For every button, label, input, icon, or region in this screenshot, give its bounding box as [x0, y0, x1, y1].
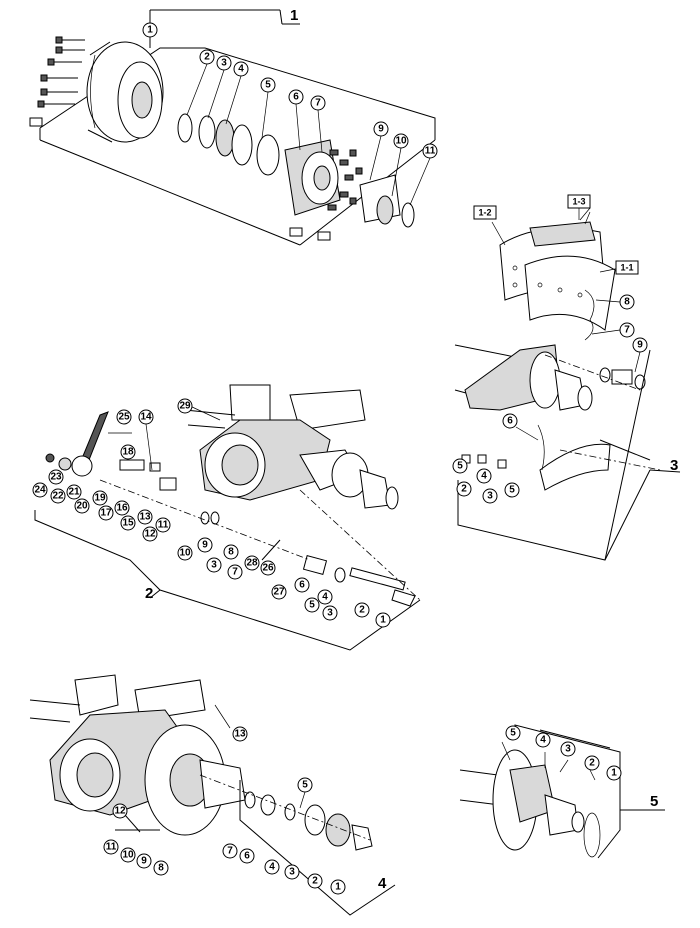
assembly-label-4: 4 — [378, 875, 387, 892]
assembly-3: 9 6 5 4 2 3 5 3 — [452, 337, 681, 561]
svg-text:2: 2 — [312, 876, 318, 887]
svg-text:6: 6 — [299, 580, 305, 591]
assembly-4: 13 5 12 11 10 9 8 7 6 4 3 2 1 4 — [29, 674, 396, 916]
callout-group-2: 29 25 14 18 23 24 22 21 20 19 17 16 15 1… — [32, 398, 391, 628]
svg-text:4: 4 — [481, 471, 487, 482]
assembly-1: 1 2 3 4 5 6 7 9 10 11 1 — [29, 7, 438, 246]
svg-text:2: 2 — [461, 484, 467, 495]
svg-text:18: 18 — [122, 447, 134, 458]
assembly-label-2: 2 — [145, 585, 153, 602]
svg-text:14: 14 — [140, 412, 152, 423]
assembly-2: 29 25 14 18 23 24 22 21 20 19 17 16 15 1… — [32, 384, 421, 651]
callout-group-4: 13 5 12 11 10 9 8 7 6 4 3 2 1 — [103, 726, 346, 895]
svg-text:24: 24 — [34, 485, 46, 496]
svg-text:4: 4 — [322, 592, 328, 603]
svg-text:20: 20 — [76, 501, 88, 512]
svg-text:4: 4 — [540, 735, 546, 746]
svg-text:11: 11 — [425, 146, 436, 157]
svg-text:9: 9 — [378, 124, 384, 135]
svg-text:5: 5 — [309, 600, 315, 611]
svg-text:29: 29 — [179, 401, 191, 412]
svg-text:11: 11 — [106, 842, 117, 853]
svg-text:7: 7 — [624, 325, 630, 336]
svg-text:10: 10 — [122, 850, 134, 861]
svg-text:28: 28 — [246, 558, 258, 569]
label-1-3: 1-3 — [567, 194, 591, 220]
svg-text:17: 17 — [100, 508, 112, 519]
svg-text:9: 9 — [141, 856, 147, 867]
svg-text:1: 1 — [611, 768, 617, 779]
callout-row-1: 1 2 3 4 5 6 7 9 10 11 — [142, 22, 438, 206]
assembly-label-3: 3 — [670, 457, 678, 474]
svg-text:6: 6 — [293, 92, 299, 103]
svg-text:12: 12 — [144, 529, 156, 540]
callout-group-3: 9 6 5 4 2 3 5 — [452, 337, 648, 504]
svg-text:3: 3 — [211, 560, 217, 571]
wheel-bolts — [29, 36, 85, 127]
label-1-1: 1-1 — [599, 260, 639, 275]
assembly-label-1: 1 — [290, 7, 298, 24]
svg-text:9: 9 — [202, 540, 208, 551]
svg-text:13: 13 — [139, 512, 151, 523]
svg-text:5: 5 — [510, 728, 516, 739]
svg-text:12: 12 — [114, 806, 126, 817]
svg-text:4: 4 — [269, 862, 275, 873]
label-1-2: 1-2 — [473, 205, 506, 246]
svg-text:7: 7 — [232, 567, 238, 578]
svg-text:15: 15 — [122, 518, 134, 529]
svg-text:1-1: 1-1 — [620, 263, 633, 273]
svg-text:6: 6 — [507, 416, 513, 427]
svg-text:2: 2 — [359, 605, 365, 616]
svg-text:25: 25 — [118, 412, 130, 423]
assembly-label-5: 5 — [650, 793, 658, 810]
svg-text:23: 23 — [50, 472, 62, 483]
svg-text:10: 10 — [179, 548, 191, 559]
svg-text:1-2: 1-2 — [478, 208, 491, 218]
svg-text:5: 5 — [509, 485, 515, 496]
svg-text:7: 7 — [315, 98, 321, 109]
svg-text:11: 11 — [158, 520, 169, 531]
svg-text:8: 8 — [624, 297, 630, 308]
svg-text:10: 10 — [395, 136, 407, 147]
svg-text:1-3: 1-3 — [572, 197, 585, 207]
svg-text:22: 22 — [52, 491, 64, 502]
assembly-5: 5 4 3 2 1 5 — [459, 724, 665, 859]
svg-text:7: 7 — [227, 846, 233, 857]
svg-text:3: 3 — [487, 491, 493, 502]
svg-text:1: 1 — [147, 25, 153, 36]
svg-text:5: 5 — [457, 461, 463, 472]
svg-text:5: 5 — [265, 80, 271, 91]
svg-text:16: 16 — [116, 503, 128, 514]
svg-text:6: 6 — [244, 851, 250, 862]
hub-studs — [327, 149, 363, 211]
svg-text:9: 9 — [637, 340, 643, 351]
callout-group-5: 5 4 3 2 1 — [505, 725, 622, 781]
svg-text:3: 3 — [565, 744, 571, 755]
svg-text:8: 8 — [158, 863, 164, 874]
svg-text:21: 21 — [68, 487, 80, 498]
svg-text:1: 1 — [380, 615, 386, 626]
svg-text:1: 1 — [335, 882, 341, 893]
svg-text:2: 2 — [204, 52, 210, 63]
svg-text:19: 19 — [94, 493, 106, 504]
svg-text:3: 3 — [327, 608, 333, 619]
brake-shoe-set: 1-2 1-3 1-1 8 7 — [473, 194, 639, 341]
svg-text:4: 4 — [238, 64, 244, 75]
svg-text:2: 2 — [589, 758, 595, 769]
svg-text:26: 26 — [262, 563, 274, 574]
svg-text:27: 27 — [273, 587, 285, 598]
svg-text:13: 13 — [234, 729, 246, 740]
svg-text:8: 8 — [228, 547, 234, 558]
svg-text:3: 3 — [221, 58, 227, 69]
svg-text:3: 3 — [289, 867, 295, 878]
svg-text:5: 5 — [302, 780, 308, 791]
callout-shoe: 8 7 — [591, 294, 635, 338]
